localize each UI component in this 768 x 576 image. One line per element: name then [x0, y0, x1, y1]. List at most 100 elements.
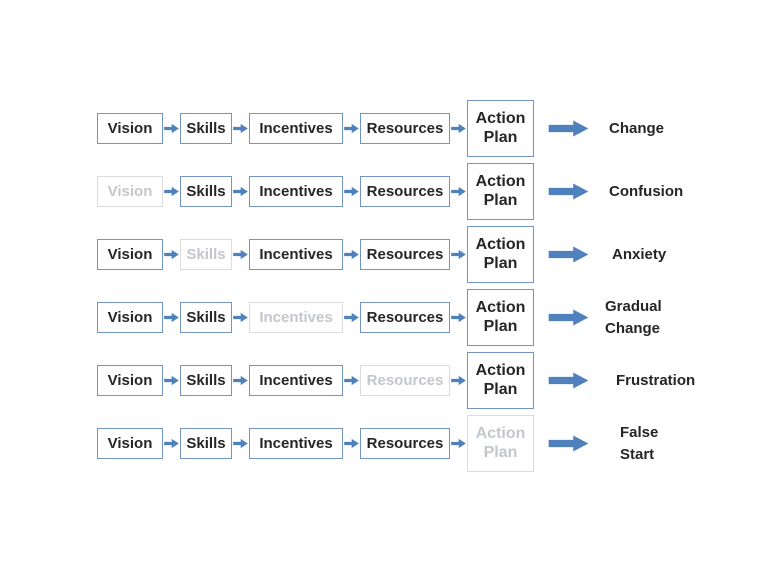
box-label: Resources — [366, 119, 444, 137]
box-label: Incentives — [259, 308, 333, 326]
action-plan-box: Action Plan — [467, 100, 534, 157]
flow-arrow-icon — [232, 438, 249, 449]
box-label: Skills — [186, 308, 226, 326]
model-row: Vision Skills Incentives Resources Action Pl… — [97, 413, 695, 474]
flow-arrow-icon — [163, 312, 180, 323]
result-arrow-icon — [548, 246, 589, 263]
flow-arrow-icon — [232, 375, 249, 386]
resources-box: Resources — [360, 302, 450, 333]
skills-box: Skills — [180, 365, 232, 396]
box-label: Vision — [107, 308, 153, 326]
box-label: Incentives — [259, 371, 333, 389]
result-arrow-icon — [548, 435, 589, 452]
flow-arrow-icon — [343, 249, 360, 260]
vision-box: Vision — [97, 176, 163, 207]
resources-box: Resources — [360, 176, 450, 207]
result-arrow-icon — [548, 183, 589, 200]
box-label: Resources — [366, 308, 444, 326]
box-label: Skills — [186, 182, 226, 200]
skills-box: Skills — [180, 302, 232, 333]
vision-box: Vision — [97, 428, 163, 459]
skills-box: Skills — [180, 176, 232, 207]
box-label: Action Plan — [475, 110, 526, 146]
model-row: Vision Skills Incentives Resources Action Pl… — [97, 161, 695, 222]
resources-box: Resources — [360, 113, 450, 144]
outcome-label: Change — [609, 119, 665, 137]
flow-arrow-icon — [343, 312, 360, 323]
action-plan-box: Action Plan — [467, 415, 534, 472]
flow-arrow-icon — [450, 186, 467, 197]
incentives-box: Incentives — [249, 176, 343, 207]
model-row: Vision Skills Incentives Resources Action Pl… — [97, 287, 695, 348]
flow-arrow-icon — [163, 438, 180, 449]
box-label: Action Plan — [475, 236, 526, 272]
result-arrow-icon — [548, 309, 589, 326]
incentives-box: Incentives — [249, 113, 343, 144]
box-label: Incentives — [259, 119, 333, 137]
flow-arrow-icon — [163, 186, 180, 197]
flow-arrow-icon — [450, 249, 467, 260]
flow-arrow-icon — [232, 312, 249, 323]
box-label: Resources — [366, 371, 444, 389]
box-label: Action Plan — [475, 425, 526, 461]
resources-box: Resources — [360, 428, 450, 459]
flow-arrow-icon — [450, 123, 467, 134]
outcome-label: Gradual Change — [605, 297, 662, 337]
incentives-box: Incentives — [249, 428, 343, 459]
box-label: Vision — [107, 434, 153, 452]
box-label: Skills — [186, 434, 226, 452]
action-plan-box: Action Plan — [467, 226, 534, 283]
vision-box: Vision — [97, 113, 163, 144]
incentives-box: Incentives — [249, 239, 343, 270]
model-row: Vision Skills Incentives Resources Action Pl… — [97, 98, 695, 159]
outcome-label: Anxiety — [612, 245, 667, 263]
box-label: Resources — [366, 182, 444, 200]
flow-arrow-icon — [450, 312, 467, 323]
action-plan-box: Action Plan — [467, 352, 534, 409]
box-label: Skills — [186, 245, 226, 263]
outcome-label: False Start — [620, 423, 659, 463]
vision-box: Vision — [97, 239, 163, 270]
model-row: Vision Skills Incentives Resources Action Pl… — [97, 224, 695, 285]
skills-box: Skills — [180, 239, 232, 270]
vision-box: Vision — [97, 302, 163, 333]
flow-arrow-icon — [232, 186, 249, 197]
box-label: Skills — [186, 371, 226, 389]
box-label: Resources — [366, 434, 444, 452]
box-label: Incentives — [259, 182, 333, 200]
flow-arrow-icon — [232, 249, 249, 260]
box-label: Vision — [107, 245, 153, 263]
flow-arrow-icon — [450, 438, 467, 449]
incentives-box: Incentives — [249, 365, 343, 396]
resources-box: Resources — [360, 365, 450, 396]
action-plan-box: Action Plan — [467, 289, 534, 346]
flow-arrow-icon — [163, 123, 180, 134]
flow-arrow-icon — [163, 249, 180, 260]
box-label: Action Plan — [475, 362, 526, 398]
flow-arrow-icon — [163, 375, 180, 386]
box-label: Vision — [107, 182, 153, 200]
skills-box: Skills — [180, 113, 232, 144]
action-plan-box: Action Plan — [467, 163, 534, 220]
result-arrow-icon — [548, 372, 589, 389]
incentives-box: Incentives — [249, 302, 343, 333]
box-label: Vision — [107, 371, 153, 389]
box-label: Resources — [366, 245, 444, 263]
box-label: Vision — [107, 119, 153, 137]
result-arrow-icon — [548, 120, 589, 137]
vision-box: Vision — [97, 365, 163, 396]
flow-arrow-icon — [343, 438, 360, 449]
flow-arrow-icon — [343, 186, 360, 197]
skills-box: Skills — [180, 428, 232, 459]
model-row: Vision Skills Incentives Resources Action Pl… — [97, 350, 695, 411]
box-label: Incentives — [259, 434, 333, 452]
outcome-label: Confusion — [609, 182, 684, 200]
flow-arrow-icon — [343, 375, 360, 386]
box-label: Skills — [186, 119, 226, 137]
flow-arrow-icon — [232, 123, 249, 134]
flow-arrow-icon — [343, 123, 360, 134]
box-label: Action Plan — [475, 299, 526, 335]
box-label: Incentives — [259, 245, 333, 263]
